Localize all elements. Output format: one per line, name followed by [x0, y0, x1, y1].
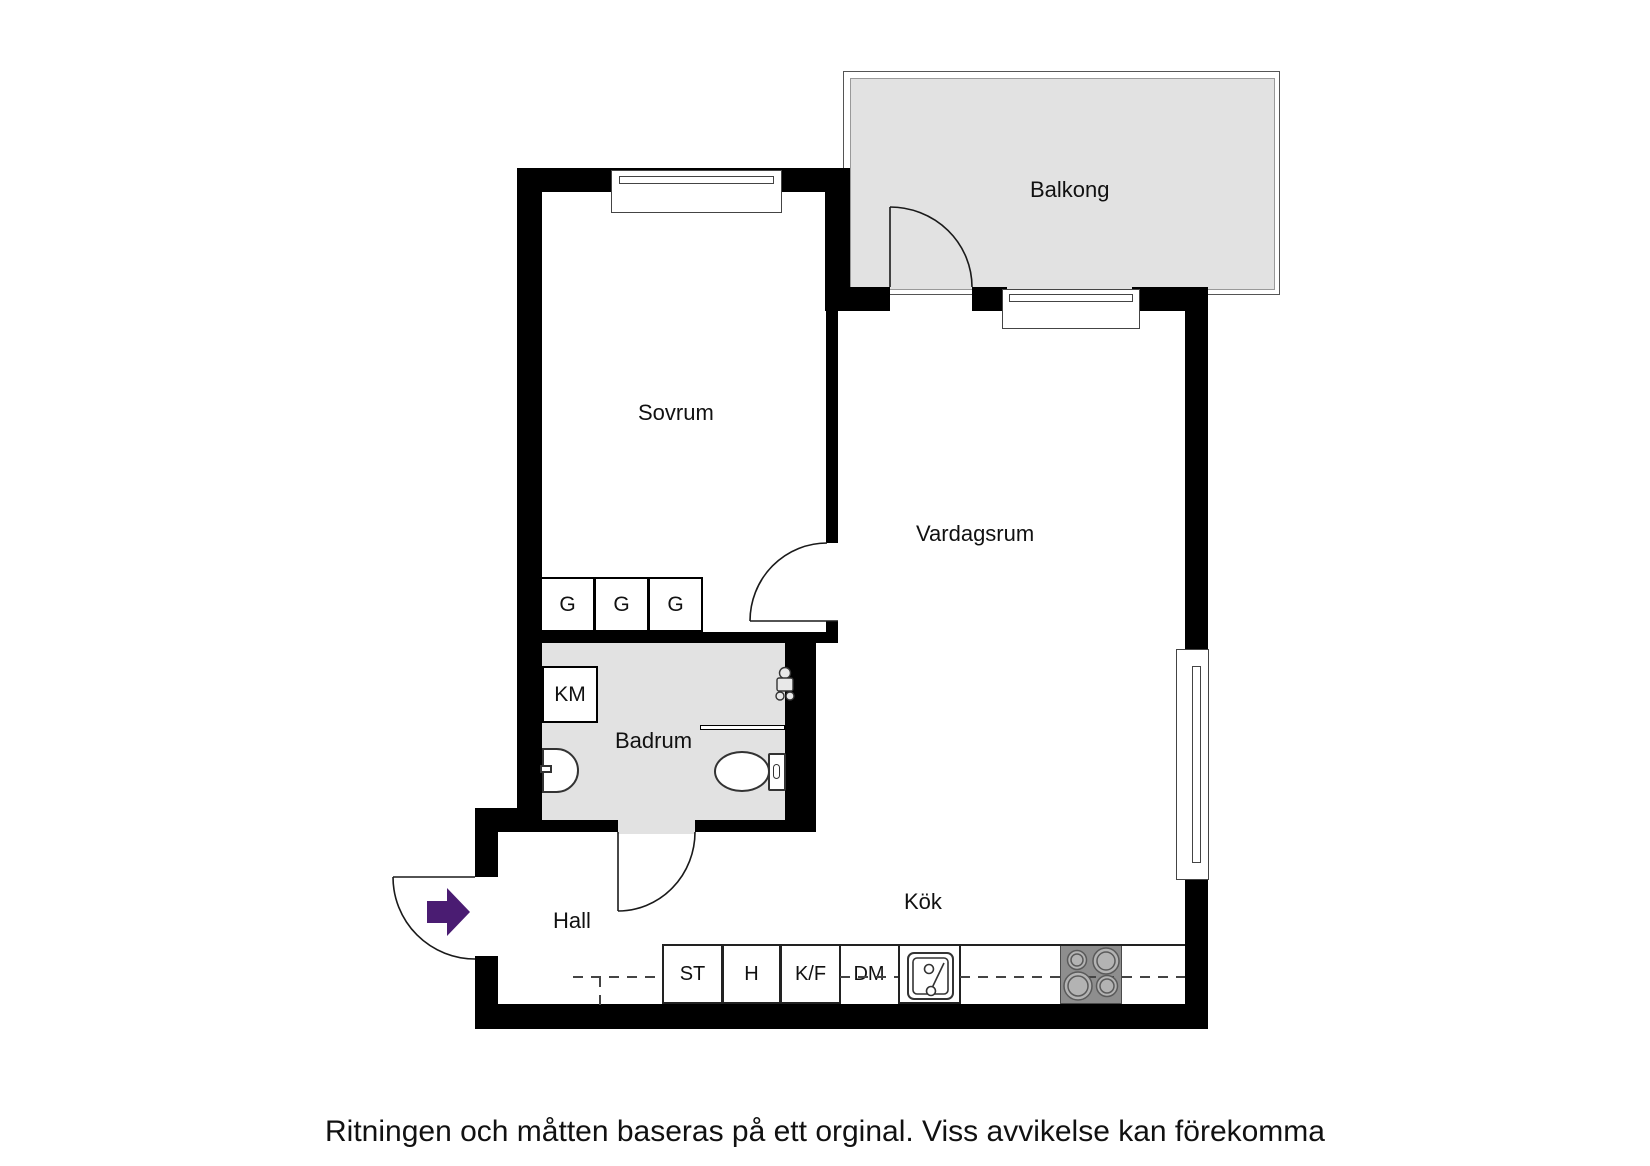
washing-machine-label: KM: [554, 682, 586, 706]
kitchen-unit-h: H: [722, 944, 781, 1004]
window-livingroom-top: [1002, 289, 1140, 329]
wall-bathroom-bottom-a: [542, 820, 618, 832]
disclaimer-text: Ritningen och måtten baseras på ett orgi…: [325, 1115, 1325, 1148]
kitchen-unit-sink: [898, 944, 961, 1004]
window-sovrum: [611, 170, 782, 213]
room-label-sovrum: Sovrum: [638, 400, 714, 425]
window-livingroom-right: [1176, 649, 1209, 880]
room-label-hall: Hall: [553, 908, 591, 933]
wall-bathroom-right: [785, 643, 816, 832]
wall-livingroom-top-c: [1132, 287, 1208, 311]
toilet-bowl: [714, 751, 770, 792]
washing-machine-box: KM: [542, 666, 598, 723]
kitchen-unit-label: DM: [853, 962, 885, 985]
toilet-flush-button: [773, 764, 780, 779]
room-label-balkong: Balkong: [1030, 177, 1110, 202]
entry-arrow-head: [447, 888, 470, 936]
wardrobe-label: G: [613, 592, 630, 616]
stove: [1060, 944, 1122, 1004]
sovrum-door: [749, 542, 838, 622]
wardrobe-box-3: G: [648, 577, 703, 632]
kitchen-unit-st: ST: [662, 944, 723, 1004]
wardrobe-label: G: [559, 592, 576, 616]
kitchen-unit-kf: K/F: [780, 944, 841, 1004]
wall-divider-sovrum: [826, 192, 838, 543]
wall-left-outer: [517, 168, 542, 832]
wall-right-up: [1185, 311, 1208, 651]
wall-bottom: [475, 1004, 1208, 1029]
wall-right-low: [1185, 878, 1208, 1029]
room-label-badrum: Badrum: [615, 728, 693, 753]
sink-tap: [540, 765, 552, 773]
wall-left-mid: [475, 808, 498, 877]
room-label-kok: Kök: [904, 889, 942, 914]
bathroom-door-threshold: [618, 820, 695, 834]
wall-livingroom-top-b: [972, 287, 1007, 311]
kitchen-unit-label: ST: [679, 962, 706, 985]
wardrobe-box-1: G: [540, 577, 595, 632]
entry-arrow: [427, 901, 448, 923]
wall-bathroom-bottom-b: [695, 820, 816, 832]
wardrobe-label: G: [667, 592, 684, 616]
bathroom-door: [617, 831, 696, 912]
kitchen-unit-label: H: [744, 962, 759, 985]
wardrobe-box-2: G: [594, 577, 649, 632]
kitchen-unit-dm: DM: [840, 944, 898, 1004]
kitchen-unit-label: K/F: [794, 962, 827, 985]
towel-rail: [700, 725, 785, 730]
wall-bathroom-top: [517, 632, 838, 643]
room-label-vardagsrum: Vardagsrum: [916, 521, 1035, 546]
